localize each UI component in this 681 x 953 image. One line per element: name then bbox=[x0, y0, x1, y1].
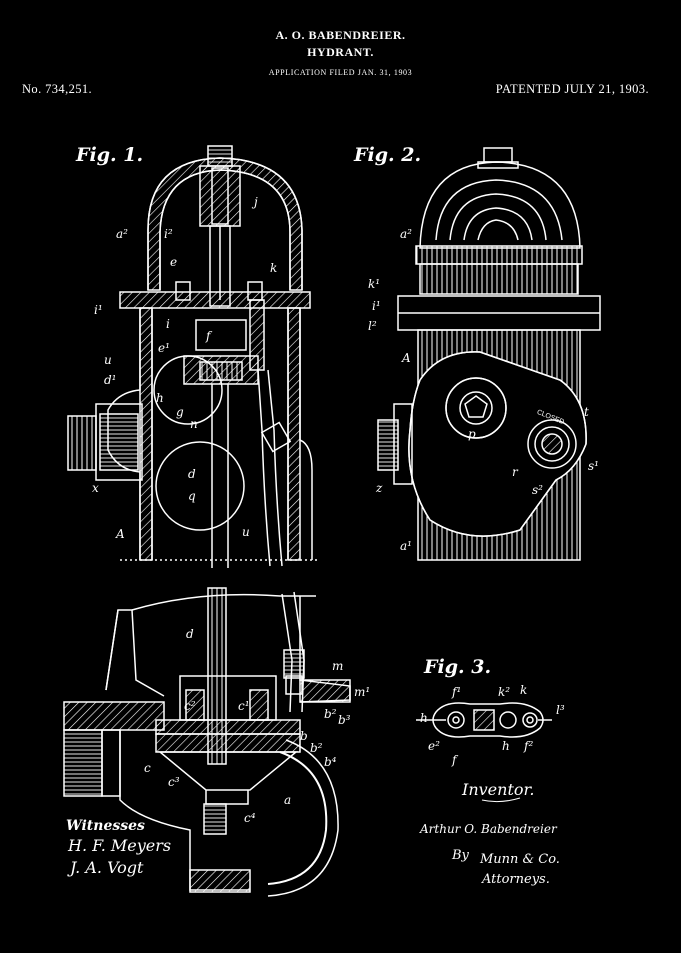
fig1-label: h bbox=[156, 391, 164, 405]
inventor-signature: Arthur O. Babendreier bbox=[420, 822, 557, 836]
fig3-label: h bbox=[420, 711, 428, 725]
detail-label: b² bbox=[324, 707, 337, 721]
fig1-label: A bbox=[116, 527, 125, 541]
fig3-label: k² bbox=[498, 685, 511, 699]
fig1-label: u bbox=[104, 353, 112, 367]
witnesses-heading: Witnesses bbox=[66, 818, 145, 834]
application-filed-date: APPLICATION FILED JAN. 31, 1903 bbox=[268, 68, 413, 77]
signature-strokes bbox=[482, 798, 520, 802]
fig1-label: i² bbox=[164, 227, 173, 241]
fig1-label: a² bbox=[116, 227, 128, 241]
fig2-label: a² bbox=[400, 227, 412, 241]
figure-1-drawing bbox=[68, 146, 320, 568]
fig1-label: d bbox=[188, 467, 196, 481]
fig2-label: A bbox=[402, 351, 411, 365]
detail-label: b bbox=[300, 729, 308, 743]
fig1-label: e¹ bbox=[158, 341, 170, 355]
fig2-label: z bbox=[376, 481, 383, 495]
fig2-label: l² bbox=[368, 319, 377, 333]
detail-label: c³ bbox=[168, 775, 180, 789]
fig3-label: f¹ bbox=[452, 685, 462, 699]
witness-signature: H. F. Meyers bbox=[68, 836, 172, 855]
fig1-label: d¹ bbox=[104, 373, 117, 387]
figure-3-title: Fig. 3. bbox=[424, 656, 492, 678]
fig1-label: n bbox=[190, 417, 198, 431]
detail-label: b⁴ bbox=[324, 755, 337, 769]
fig2-label: a¹ bbox=[400, 539, 412, 553]
fig2-label: k¹ bbox=[368, 277, 381, 291]
figure-2-drawing bbox=[378, 148, 600, 560]
fig1-label: g bbox=[176, 405, 184, 419]
detail-label: b³ bbox=[338, 713, 351, 727]
attorneys-label: Attorneys. bbox=[482, 872, 550, 887]
fig3-label: f² bbox=[524, 739, 534, 753]
detail-label: m bbox=[332, 659, 344, 673]
patent-number: No. 734,251. bbox=[22, 82, 93, 96]
fig1-label: i¹ bbox=[94, 303, 103, 317]
detail-label: c bbox=[144, 761, 151, 775]
detail-label: c⁴ bbox=[244, 811, 256, 825]
detail-label: c² bbox=[184, 699, 196, 713]
detail-label: m¹ bbox=[354, 685, 371, 699]
detail-label: b² bbox=[310, 741, 323, 755]
fig3-label: h bbox=[502, 739, 510, 753]
detail-label: d bbox=[186, 627, 194, 641]
witness-signature: J. A. Vogt bbox=[70, 858, 144, 877]
fig1-label: x bbox=[92, 481, 99, 495]
fig3-label: k bbox=[520, 683, 528, 697]
fig3-label: f bbox=[452, 753, 457, 767]
fig2-label: i¹ bbox=[372, 299, 381, 313]
fig2-label: p bbox=[468, 427, 476, 441]
fig1-label: u bbox=[242, 525, 250, 539]
by-label: By bbox=[452, 848, 469, 863]
figure-1-title: Fig. 1. bbox=[76, 144, 144, 166]
patent-date: PATENTED JULY 21, 1903. bbox=[495, 82, 649, 96]
fig1-label: q bbox=[188, 489, 196, 503]
fig1-label: j bbox=[254, 195, 258, 209]
fig1-label: e bbox=[170, 255, 178, 269]
figure-3-drawing bbox=[416, 703, 552, 737]
fig2-label: t bbox=[584, 405, 589, 419]
patent-title: HYDRANT. bbox=[307, 45, 374, 59]
inventor-heading: Inventor. bbox=[462, 780, 535, 799]
fig3-label: l³ bbox=[556, 703, 565, 717]
detail-label: c¹ bbox=[238, 699, 250, 713]
fig2-label: r bbox=[512, 465, 518, 479]
detail-label: a bbox=[284, 793, 292, 807]
inventor-name-heading: A. O. BABENDREIER. bbox=[275, 28, 406, 42]
fig1-label: k bbox=[270, 261, 278, 275]
fig1-label: f bbox=[206, 329, 211, 343]
fig3-label: e² bbox=[428, 739, 440, 753]
detail-section-drawing bbox=[64, 588, 350, 896]
fig2-label: s² bbox=[532, 483, 543, 497]
figure-2-title: Fig. 2. bbox=[354, 144, 422, 166]
attorney-firm: Munn & Co. bbox=[480, 852, 560, 867]
fig2-label: s¹ bbox=[588, 459, 599, 473]
fig1-label: i bbox=[166, 317, 170, 331]
